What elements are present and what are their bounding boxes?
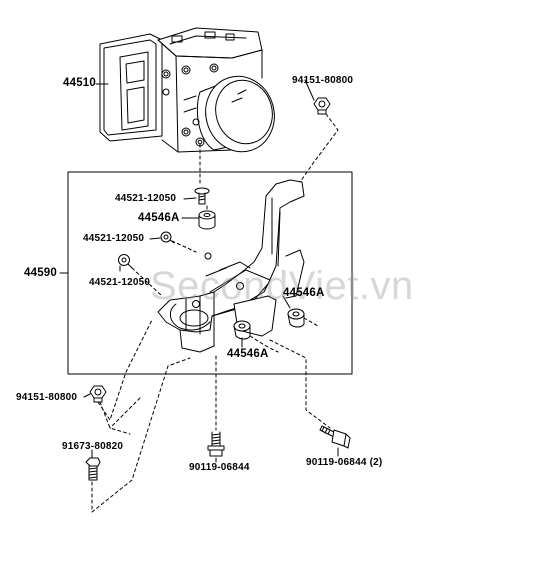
- bushing-right: [287, 308, 305, 328]
- label-screw-upper: 44521-12050: [115, 193, 177, 204]
- leader-lines: [91, 113, 339, 513]
- screw-lower: [118, 254, 133, 269]
- bushing-upper: [198, 210, 216, 230]
- label-bolt-right: 90119-06844 (2): [306, 457, 383, 468]
- label-44510: 44510: [63, 77, 96, 89]
- nut-left: [89, 385, 107, 403]
- watermark: SecondViet.vn: [150, 264, 414, 308]
- abs-actuator: [99, 27, 275, 153]
- assembly-box: [67, 171, 353, 375]
- label-bolt-left: 91673-80820: [62, 441, 124, 452]
- bolt-left: [85, 457, 101, 481]
- bolt-right: [319, 425, 351, 449]
- label-44590: 44590: [24, 267, 57, 279]
- label-bolt-center: 90119-06844: [189, 462, 250, 473]
- label-nut-left: 94151-80800: [16, 392, 78, 403]
- screw-middle: [160, 231, 175, 244]
- nut-top-right: [313, 97, 331, 115]
- label-bushing-right: 44546A: [283, 287, 325, 299]
- label-bushing-upper: 44546A: [138, 212, 180, 224]
- label-screw-lower: 44521-12050: [89, 277, 151, 288]
- label-screw-middle: 44521-12050: [83, 233, 145, 244]
- screw-upper: [194, 187, 210, 205]
- label-bushing-bottom: 44546A: [227, 348, 269, 360]
- bolt-center: [207, 431, 225, 457]
- bushing-bottom: [233, 320, 251, 340]
- label-nut-top-right: 94151-80800: [292, 75, 354, 86]
